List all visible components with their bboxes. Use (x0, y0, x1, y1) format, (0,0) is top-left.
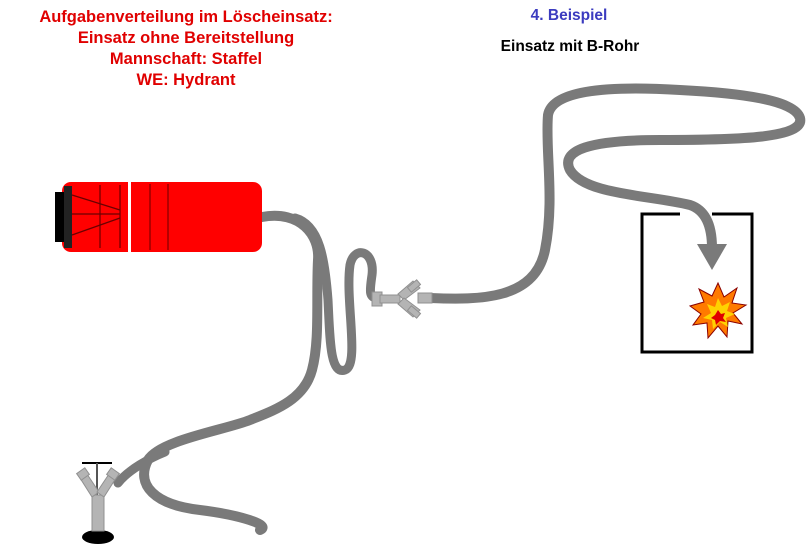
hose-loop (290, 213, 383, 375)
example-label: 4. Beispiel (530, 7, 608, 24)
attack-hose (425, 83, 806, 304)
title-line-1: Aufgabenverteilung im Löscheinsatz: (39, 8, 333, 26)
building-icon (640, 212, 754, 354)
example-subtitle: Einsatz mit B-Rohr (500, 38, 640, 55)
page-title: Aufgabenverteilung im Löscheinsatz: Eins… (6, 7, 366, 91)
distributor-icon (371, 279, 433, 319)
nozzle-arrow-icon (697, 244, 727, 270)
title-line-2: Einsatz ohne Bereitstellung (77, 29, 295, 47)
supply-hose (139, 210, 324, 535)
hydrant-icon (75, 462, 121, 544)
title-line-4: WE: Hydrant (136, 71, 236, 89)
hydrant-hose (113, 447, 170, 488)
fire-truck-icon (55, 182, 262, 252)
fire-icon (688, 281, 748, 340)
title-line-3: Mannschaft: Staffel (109, 50, 263, 68)
